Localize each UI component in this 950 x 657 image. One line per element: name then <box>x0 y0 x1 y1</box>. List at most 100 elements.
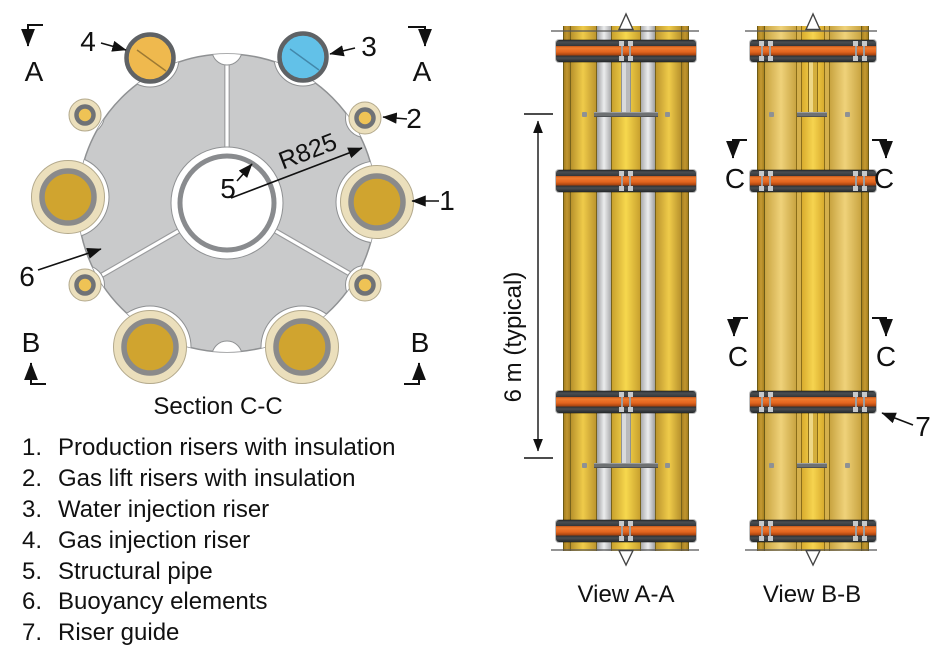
section-marker-label-b-bottom-right: B <box>410 327 430 358</box>
legend-item-number: 7. <box>22 619 43 647</box>
riser-guide-clamp <box>556 170 696 192</box>
dimension-label: 6 m (typical) <box>500 271 527 403</box>
clamp-bolt <box>851 171 869 191</box>
disc-spokes <box>95 54 359 281</box>
riser-recess <box>78 265 105 305</box>
section-marker-label-b-bottom-left: B <box>21 327 41 358</box>
clamp-bolt <box>851 521 869 541</box>
section-cc-drawing <box>21 24 439 385</box>
legend-item-label: Production risers with insulation <box>58 434 396 462</box>
legend-item-label: Buoyancy elements <box>58 588 268 616</box>
callout-label-2: 2 <box>406 103 422 134</box>
callout-label-7: 7 <box>915 411 931 442</box>
clamp-bolt <box>617 392 635 412</box>
strut-pin <box>665 463 670 468</box>
section-marker-c <box>726 139 747 159</box>
section-marker-label-c: C <box>873 163 895 194</box>
legend-item-label: Riser guide <box>58 619 180 647</box>
strut-pin <box>665 112 670 117</box>
riser-guide-clamp <box>556 391 696 413</box>
production-riser <box>340 165 414 239</box>
riser-recess <box>78 155 110 239</box>
strut-pin <box>845 112 850 117</box>
section-marker-label-a-top-left: A <box>24 56 44 87</box>
clamp-bolt <box>757 392 775 412</box>
riser-guide-clamp <box>750 40 876 62</box>
gas-lift-riser <box>68 98 102 132</box>
view-a-spacer-strut <box>594 112 658 117</box>
riser-guide-clamp <box>556 40 696 62</box>
strut-pin <box>582 112 587 117</box>
legend-item-number: 5. <box>22 557 43 585</box>
legend-item-label: Gas lift risers with insulation <box>58 465 356 493</box>
riser-guide-clamp <box>750 520 876 542</box>
section-marker-a-right <box>408 26 432 47</box>
callout-label-1: 1 <box>439 185 455 216</box>
clamp-bolt <box>757 41 775 61</box>
section-marker-b-left <box>24 362 46 385</box>
riser-recess <box>120 54 180 88</box>
production-riser <box>31 160 105 234</box>
clamp-bolt <box>617 521 635 541</box>
clamp-bolt <box>851 392 869 412</box>
legend-list: 1. Production risers with insulation 2. … <box>22 433 396 649</box>
strut-pin <box>845 463 850 468</box>
legend-item-number: 6. <box>22 588 43 616</box>
section-marker-label-c: C <box>875 341 897 372</box>
riser-guide-clamp <box>556 520 696 542</box>
gas-lift-riser <box>68 268 102 302</box>
clamp-bolt <box>617 171 635 191</box>
callout-label-6: 6 <box>19 261 35 292</box>
legend-item: 7. Riser guide <box>22 618 396 649</box>
legend-item-number: 2. <box>22 465 43 493</box>
legend-item-label: Structural pipe <box>58 557 213 585</box>
legend-item-number: 1. <box>22 434 43 462</box>
legend-item-number: 3. <box>22 495 43 523</box>
clamp-bolt <box>851 41 869 61</box>
callout-arrow-3 <box>329 45 356 57</box>
strut-pin <box>582 463 587 468</box>
section-marker-a-left <box>21 24 43 47</box>
legend-item: 2. Gas lift risers with insulation <box>22 464 396 495</box>
legend-item: 6. Buoyancy elements <box>22 587 396 618</box>
view-b-spacer-strut <box>797 463 827 468</box>
callout-arrow-4 <box>100 40 127 52</box>
riser-recess <box>335 160 376 244</box>
view-b-label: View B-B <box>762 581 862 608</box>
view-b-spacer-strut <box>797 112 827 117</box>
legend-item-label: Water injection riser <box>58 495 270 523</box>
view-b-center-rod <box>808 62 818 113</box>
production-riser <box>113 310 187 384</box>
legend-item-number: 4. <box>22 526 43 554</box>
callout-label-4: 4 <box>80 26 96 57</box>
riser-guide-clamp-7 <box>750 391 876 413</box>
callout-arrow-2 <box>382 112 408 124</box>
water-injection-riser <box>277 31 329 83</box>
rim-notch <box>211 340 243 352</box>
section-marker-c <box>872 317 893 337</box>
view-a-center-rod <box>621 62 631 113</box>
riser-recess <box>108 305 192 352</box>
section-marker-label-a-top-right: A <box>412 56 432 87</box>
callout-label-3: 3 <box>361 31 377 62</box>
rim-notch <box>211 54 243 66</box>
callout-arrow-5 <box>236 163 253 182</box>
section-marker-b-right <box>404 362 426 385</box>
legend-item: 5. Structural pipe <box>22 556 396 587</box>
gas-lift-riser <box>348 268 382 302</box>
legend-item-label: Gas injection riser <box>58 526 251 554</box>
riser-recess <box>273 54 333 87</box>
legend-item: 1. Production risers with insulation <box>22 433 396 464</box>
callout-arrow-7 <box>881 412 914 426</box>
view-b-center-rod <box>808 413 818 464</box>
gas-lift-riser <box>348 101 382 135</box>
legend-item: 3. Water injection riser <box>22 495 396 526</box>
clamp-bolt <box>757 171 775 191</box>
section-title: Section C-C <box>153 393 283 420</box>
riser-recess <box>345 98 376 138</box>
radius-label: R825 <box>274 127 341 176</box>
gas-injection-riser <box>124 32 176 84</box>
section-marker-label-c: C <box>727 341 749 372</box>
callout-label-5: 5 <box>220 173 236 204</box>
section-marker-c <box>872 139 893 159</box>
